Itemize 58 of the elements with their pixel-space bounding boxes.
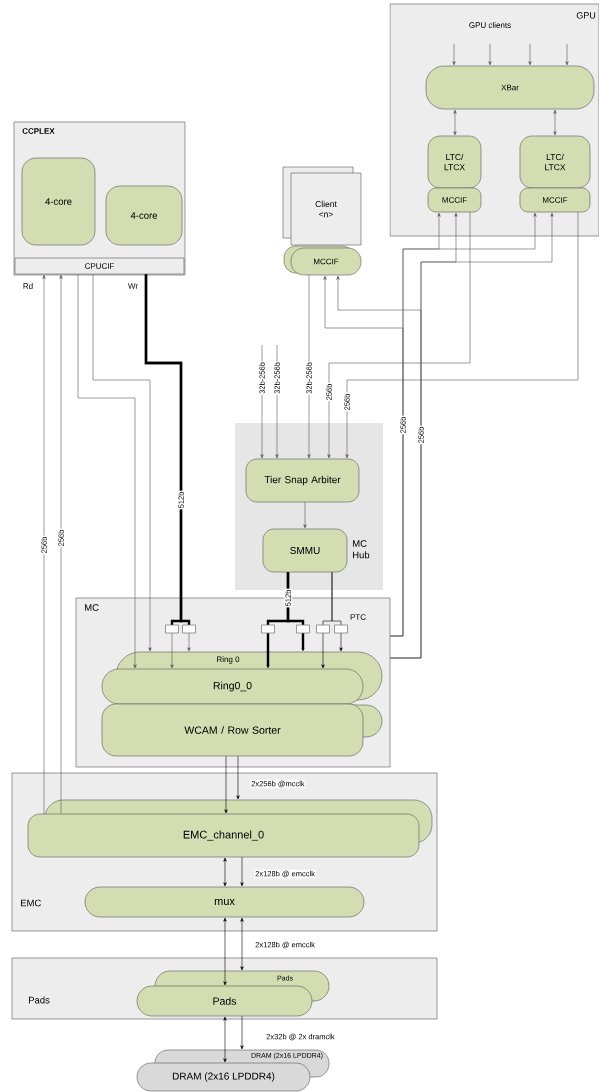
connector (286, 572, 305, 625)
unit-label: PTC (350, 614, 366, 620)
arrow (488, 43, 492, 66)
core-box: 4-core (105, 185, 183, 246)
mux-pill: mux (84, 886, 365, 918)
interface-pill: MCCIF (283, 245, 362, 276)
arrow (224, 756, 228, 814)
arrow (77, 274, 137, 669)
arrow (301, 633, 305, 652)
sorter-pill: WCAM / Row Sorter (101, 703, 383, 757)
arrow (236, 756, 240, 800)
arrow (170, 633, 174, 669)
signal-label: Wr (128, 283, 138, 289)
interface-bar: CPUCIF (14, 257, 185, 275)
core-box: 4-core (21, 157, 96, 246)
arrow (223, 1016, 227, 1063)
cache-box: LTC/ LTCX (519, 135, 591, 189)
client-box: Client <n> (282, 166, 362, 246)
splitter-box (261, 624, 275, 634)
splitter-box (296, 624, 310, 634)
arrow (223, 857, 227, 887)
cache-box: LTC/ LTCX (427, 135, 482, 189)
arrow (345, 212, 579, 459)
arrow (565, 43, 569, 66)
ring-stack: Ring 0 Ring0_0 (101, 651, 383, 705)
splitter-box (165, 624, 179, 634)
crossbar-pill: XBar (425, 65, 595, 110)
splitter-box (334, 624, 348, 634)
splitter-box (316, 624, 330, 634)
arrow (528, 43, 532, 66)
arrow (59, 274, 63, 815)
arrow (327, 212, 471, 459)
arrow (266, 633, 270, 669)
arrow (42, 274, 46, 815)
arrow (240, 917, 244, 971)
arrow (453, 109, 457, 136)
arrow (223, 917, 227, 986)
channel-stack: EMC_channel_0 (27, 799, 433, 858)
arrow (339, 633, 343, 652)
mmu-box: SMMU (262, 528, 348, 573)
interface-pill: MCCIF (519, 187, 591, 213)
arrow (452, 43, 456, 66)
arrow (92, 274, 152, 652)
arrow (187, 633, 191, 652)
connector (331, 572, 342, 625)
signal-label: Rd (23, 283, 33, 289)
arbiter-pill: Tier Snap Arbiter (245, 458, 360, 503)
interface-pill: MCCIF (427, 187, 482, 213)
arrow (553, 109, 557, 136)
arrow (240, 1015, 244, 1050)
group-label: GPU clients (469, 22, 511, 28)
arrow (240, 856, 244, 887)
node-label: DRAM (2x16 LPDDR4) (172, 1072, 275, 1082)
node-label: LTC/ LTCX (545, 153, 566, 171)
splitter-box (182, 624, 196, 634)
connector (144, 274, 191, 625)
arrow (321, 633, 325, 669)
arrow (303, 502, 307, 529)
